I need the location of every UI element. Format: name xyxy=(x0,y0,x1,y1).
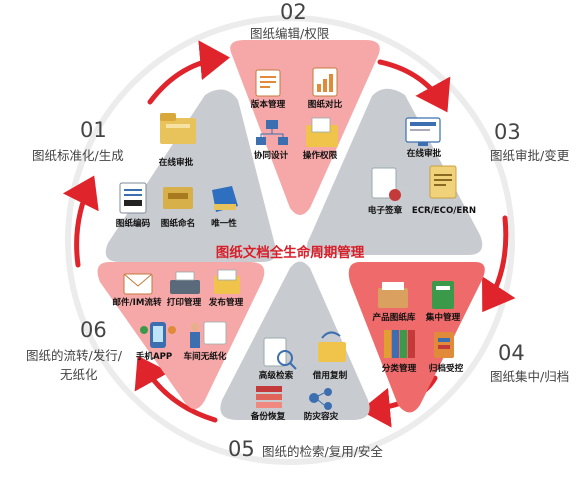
step-label-06-line1: 图纸的流转/发行/ xyxy=(26,348,123,363)
backup-restore-icon xyxy=(256,386,282,408)
arrow-05-06 xyxy=(134,355,218,423)
step-label-06-line2: 无纸化 xyxy=(60,367,98,382)
item-04-classify: 分类管理 xyxy=(382,362,417,374)
arrow-01-02 xyxy=(147,40,230,105)
item-01-uniqueness: 唯一性 xyxy=(211,217,237,229)
item-05-borrow: 借用复制 xyxy=(312,369,348,381)
item-06-mobile: 手机APP xyxy=(136,350,172,362)
advanced-search-icon xyxy=(263,337,297,370)
item-05-disaster: 防灾容灾 xyxy=(304,410,339,422)
item-02-collab: 协同设计 xyxy=(254,149,289,161)
item-06-print: 打印管理 xyxy=(167,296,202,308)
central-binder-icon xyxy=(432,281,454,309)
item-01-naming: 图纸命名 xyxy=(161,217,195,229)
step-label-05: 图纸的检索/复用/安全 xyxy=(262,444,383,459)
arrow-02-03 xyxy=(377,59,451,113)
disaster-recovery-icon xyxy=(309,388,332,410)
publish-icon xyxy=(214,269,240,294)
archive-icon xyxy=(434,332,454,358)
change-order-icon xyxy=(429,165,457,199)
folder-icon xyxy=(160,113,196,144)
document-barcode-icon xyxy=(119,182,147,214)
unique-stamp-icon xyxy=(212,186,238,212)
item-03-approval: 在线审批 xyxy=(407,147,442,159)
item-05-backup: 备份恢复 xyxy=(250,410,286,422)
step-label-02: 图纸编辑/权限 xyxy=(250,26,330,41)
e-signature-icon xyxy=(371,167,401,201)
flow-arrows xyxy=(62,40,516,428)
item-05-search: 高级检索 xyxy=(259,369,294,381)
printer-icon xyxy=(170,271,200,294)
compare-chart-icon xyxy=(312,67,338,97)
step-label-04: 图纸集中/归档 xyxy=(490,369,569,384)
step-label-01: 图纸标准化/生成 xyxy=(32,148,124,163)
workshop-paperless-icon xyxy=(190,321,227,348)
design-drawing-icon xyxy=(163,187,193,209)
item-01-approval: 在线审批 xyxy=(159,156,194,168)
step-number-06: 06 xyxy=(80,318,107,342)
mail-flow-icon xyxy=(123,273,153,295)
network-icon xyxy=(256,120,288,145)
drawing-library-icon xyxy=(378,282,408,308)
segment-04 xyxy=(348,262,485,413)
version-doc-icon xyxy=(255,69,281,97)
step-number-05: 05 xyxy=(228,437,255,461)
item-02-permission: 操作权限 xyxy=(303,149,338,161)
item-02-compare: 图纸对比 xyxy=(308,98,343,110)
item-06-mail: 邮件/IM流转 xyxy=(112,296,162,308)
item-06-publish: 发布管理 xyxy=(208,296,244,308)
segment-01 xyxy=(105,89,277,262)
outer-ring xyxy=(65,15,515,465)
segment-05 xyxy=(220,261,370,420)
arrow-03-04 xyxy=(482,215,516,313)
item-02-version: 版本管理 xyxy=(250,98,286,110)
step-number-03: 03 xyxy=(494,120,521,144)
step-number-02: 02 xyxy=(280,0,307,24)
item-01-encoding: 图纸编码 xyxy=(116,217,151,229)
borrow-copy-icon xyxy=(318,331,346,362)
segment-06 xyxy=(97,262,265,409)
item-04-library: 产品图纸库 xyxy=(373,311,416,323)
center-title: 图纸文档全生命周期管理 xyxy=(216,244,365,261)
item-03-signature: 电子签章 xyxy=(368,204,403,216)
item-04-archive: 归档受控 xyxy=(429,362,464,374)
step-number-04: 04 xyxy=(498,341,525,365)
item-04-central: 集中管理 xyxy=(425,311,461,323)
step-number-01: 01 xyxy=(80,118,107,142)
monitor-approval-icon xyxy=(405,117,441,146)
folder-permission-icon xyxy=(306,117,338,147)
step-label-03: 图纸审批/变更 xyxy=(490,148,570,163)
item-03-ecr: ECR/ECO/ERN xyxy=(412,206,476,216)
mobile-app-icon xyxy=(140,322,176,348)
item-06-workshop: 车间无纸化 xyxy=(184,350,227,362)
arrow-06-01 xyxy=(62,175,99,268)
classify-binders-icon xyxy=(384,330,415,358)
